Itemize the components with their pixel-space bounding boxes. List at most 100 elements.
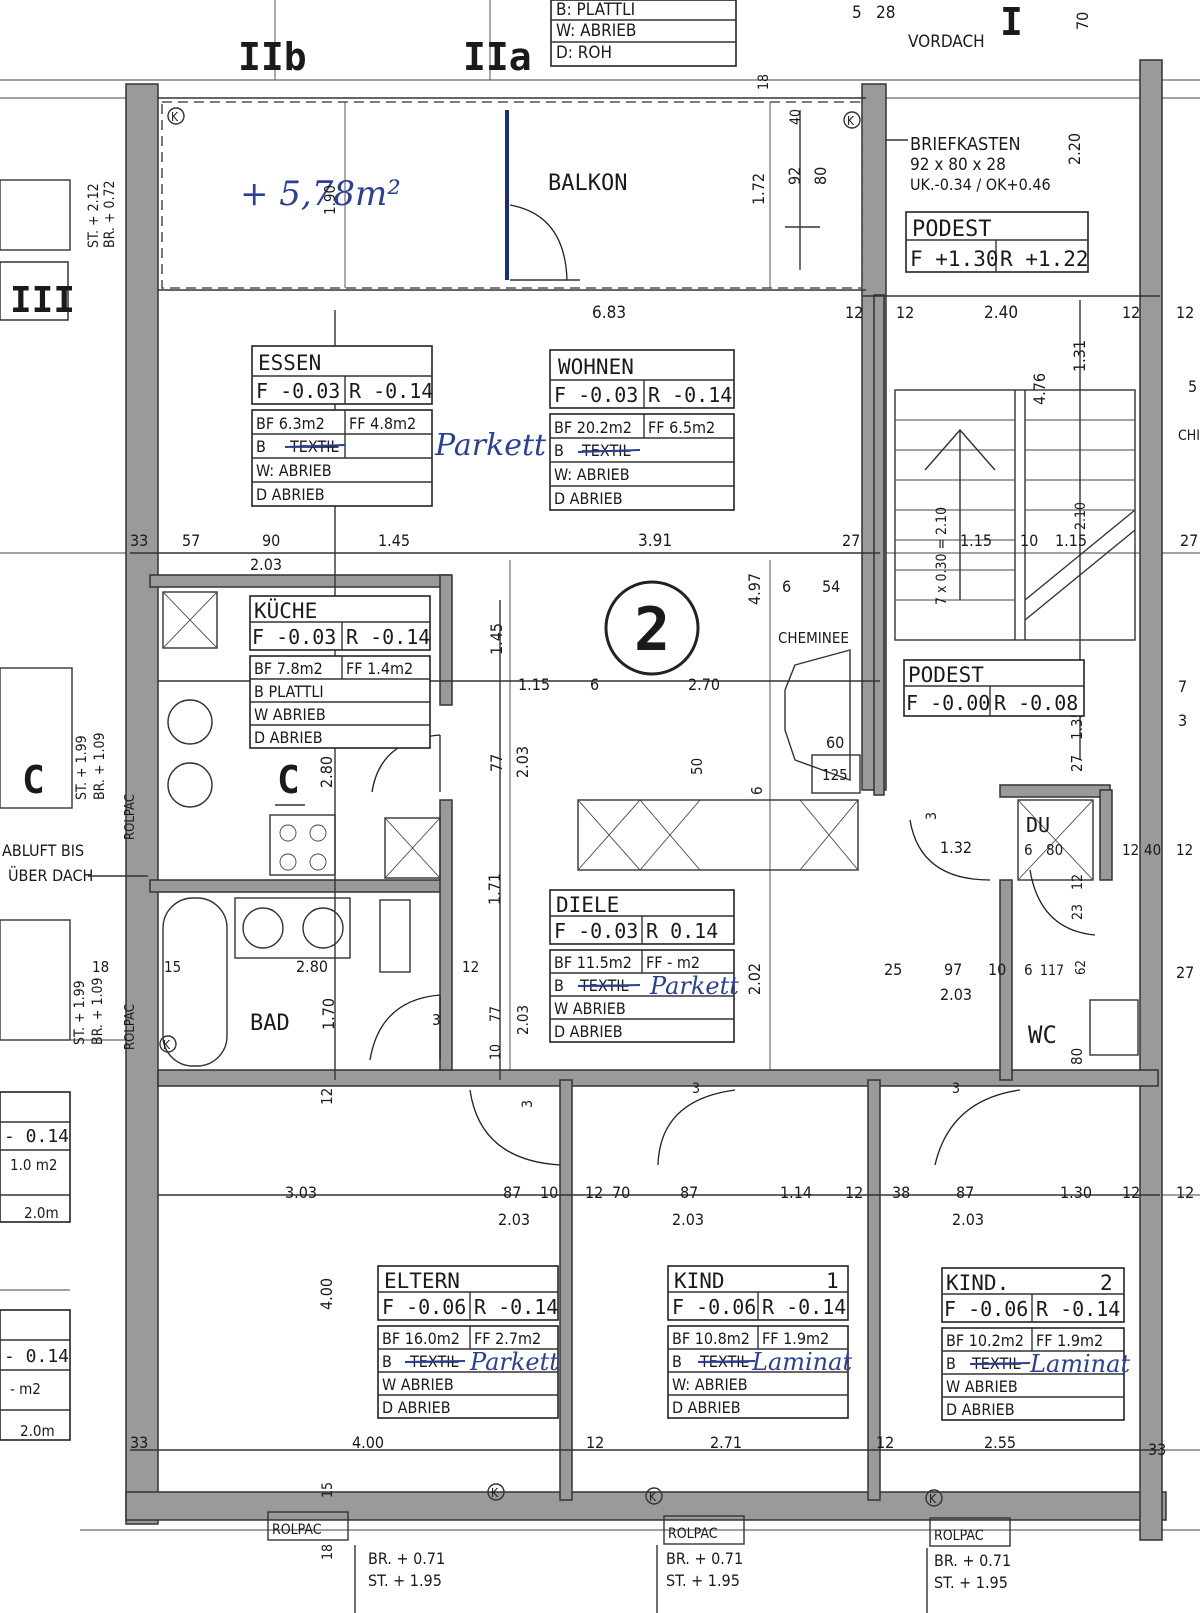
st-left-top: ST. + 2.12 [86,183,102,248]
dim-6-du: 6 [1024,841,1033,859]
dim-1.90: 1.90 [321,185,339,215]
bottom-rolpac-1: ROLPAC [272,1522,322,1538]
kind2-b: B [946,1354,956,1373]
kind2-f: F -0.06 [944,1297,1028,1321]
room-diele: DIELE F -0.03 R 0.14 BF 11.5m2 FF - m2 B… [549,889,739,1043]
wohnen-r: R -0.14 [648,383,732,407]
dim-5-right: 5 [1188,377,1197,396]
dims-row-5: 12 3 3 3 3.03 87 10 12 70 87 1.14 12 38 … [285,1081,1194,1310]
kind2-ff: FF 1.9m2 [1036,1331,1103,1350]
dim-2.03-a: 2.03 [498,1210,530,1229]
dim-18-bot: 18 [320,1544,336,1560]
axis-III: III [10,280,75,321]
dim-12-bot-a: 12 [586,1433,604,1452]
dim-92: 92 [785,167,804,185]
dim-12-wc-v: 12 [1070,874,1086,890]
dim-4.97: 4.97 [745,573,764,605]
dim-2.55: 2.55 [984,1433,1016,1452]
kind1-w: W: ABRIEB [672,1375,748,1394]
bottom-st-1: ST. + 1.95 [368,1571,442,1590]
axis-markers: IIb IIa III C C [0,35,532,806]
st-left-bad: ST. + 1.99 [72,980,88,1045]
balkon-label: BALKON [548,171,627,196]
bottom-window-1: ROLPAC BR. + 0.71 ST. + 1.95 [267,1511,445,1613]
wc-label: WC [1028,1021,1057,1049]
left-partial-c: 2.0m [24,1204,59,1222]
k-marker-1: K [171,110,179,124]
rolpac-left-mid: ROLPAC [123,794,138,840]
dim-12-bad: 12 [462,958,479,976]
kind1-d: D ABRIEB [672,1398,741,1417]
essen-hand: Parkett [434,428,547,463]
dims-bottom: 33 4.00 12 2.71 12 2.55 33 15 18 [130,1433,1166,1560]
dim-3-right: 3 [1178,711,1187,730]
wohnen-bf: BF 20.2m2 [554,418,632,437]
eltern-b: B [382,1352,392,1371]
dim-87-b: 87 [680,1183,698,1202]
left-window-bad: ST. + 1.99 BR. + 1.09 ROLPAC [0,919,138,1050]
diele-r: R 0.14 [646,919,718,943]
dim-12-r5-c: 12 [845,1183,863,1202]
dim-4.76: 4.76 [1030,373,1049,405]
bottom-st-3: ST. + 1.95 [934,1573,1008,1592]
left-partial-b: 1.0 m2 [10,1156,57,1174]
dim-25: 25 [884,960,902,979]
podest-mid-r: R -0.08 [994,691,1078,715]
dim-18-bad: 18 [92,958,109,976]
wohnen-name: WOHNEN [558,355,634,379]
dim-50: 50 [688,758,706,775]
podest-mid-f: F -0.00 [906,691,990,715]
dim-2.03-bad: 2.03 [514,1005,532,1035]
kueche-w: W ABRIEB [254,705,326,724]
dim-15-bot: 15 [320,1482,336,1498]
dim-3-a: 3 [520,1100,536,1108]
dim-23: 23 [1070,904,1086,920]
kind1-f: F -0.06 [672,1295,756,1319]
eltern-d: D ABRIEB [382,1398,451,1417]
dim-27-stair: 27 [1068,755,1086,772]
dim-57: 57 [182,531,200,550]
dim-3-b: 3 [692,1081,700,1097]
room-kind-2: KIND. 2 F -0.06 R -0.14 BF 10.2m2 FF 1.9… [941,1267,1130,1421]
essen-name: ESSEN [258,351,321,375]
dim-6-b: 6 [748,786,766,795]
essen-bf: BF 6.3m2 [256,414,325,433]
top-box-b: B: PLATTLI [556,0,635,20]
br-left-bad: BR. + 1.09 [90,978,106,1045]
briefkasten-title: BRIEFKASTEN [910,134,1021,155]
walls [125,59,1167,1541]
kind2-bf: BF 10.2m2 [946,1331,1024,1350]
dim-60: 60 [826,733,844,752]
eltern-name: ELTERN [384,1269,460,1293]
dim-54: 54 [822,577,840,596]
dim-10: 10 [1020,531,1038,550]
podest-top: PODEST F +1.30 R +1.22 [905,211,1089,273]
dims-row-2: 33 57 90 1.45 2.03 3.91 27 6 54 4.97 1.1… [130,502,1198,605]
dim-40-balkon: 40 [788,109,804,125]
kueche-ff: FF 1.4m2 [346,659,413,678]
dim-2.71: 2.71 [710,1433,742,1452]
dim-1.45: 1.45 [378,531,410,550]
dim-12-bot-b: 12 [876,1433,894,1452]
dim-12-r5-e: 12 [1176,1183,1194,1202]
podest-mid: PODEST F -0.00 R -0.08 [903,659,1085,717]
dim-12-a: 12 [845,303,863,322]
st-left-mid: ST. + 1.99 [74,735,90,800]
balcony [158,97,866,318]
top-box-d: D: ROH [556,43,612,63]
dim-40-du: 40 [1144,841,1161,859]
dim-3-bad: 3 [432,1011,441,1029]
dim-1.15-a: 1.15 [960,531,992,550]
dim-80-wc: 80 [1068,1048,1086,1065]
diele-bf: BF 11.5m2 [554,953,632,972]
axis-IIb: IIb [238,35,307,79]
left-window-mid: ST. + 1.99 BR. + 1.09 ROLPAC ABLUFT BIS … [0,667,148,885]
essen-w: W: ABRIEB [256,461,332,480]
dim-87-c: 87 [956,1183,974,1202]
bottom-st-2: ST. + 1.95 [666,1571,740,1590]
dim-5: 5 [852,3,862,23]
stair-formula: 7 x 0.30 = 2.10 [934,507,950,605]
dim-2.70: 2.70 [688,675,720,694]
left-partial-d: - 0.14 [4,1346,69,1367]
